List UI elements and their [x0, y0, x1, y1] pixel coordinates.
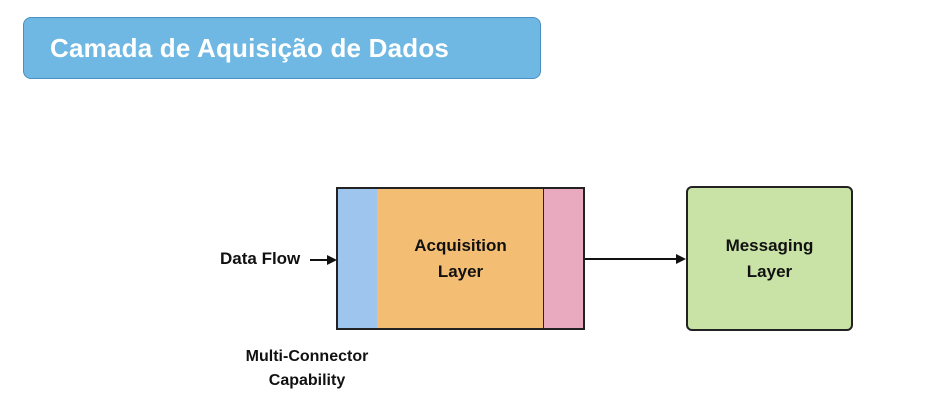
output-strip [543, 187, 585, 330]
multi-connector-label: Multi-Connector Capability [245, 348, 369, 389]
acquisition-layer-box: Acquisition Layer [377, 187, 544, 330]
slide-title-banner: Camada de Aquisição de Dados [23, 17, 541, 79]
messaging-layer-label: Messaging Layer [725, 236, 814, 281]
data-flow-label: Data Flow [220, 249, 301, 268]
messaging-layer-box: Messaging Layer [686, 186, 853, 331]
acquisition-layer-label: Acquisition Layer [414, 236, 507, 281]
slide-title: Camada de Aquisição de Dados [50, 32, 450, 63]
